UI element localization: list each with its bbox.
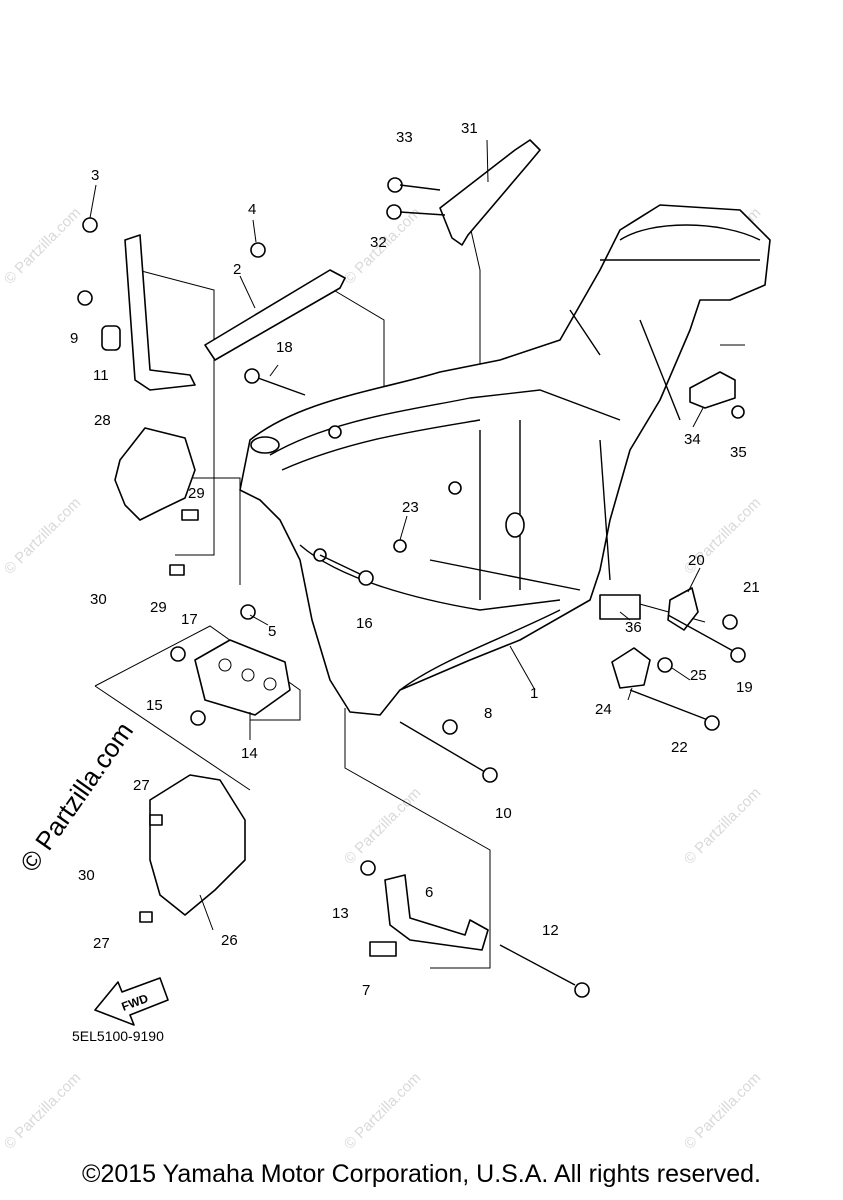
watermark: © Partzilla.com (681, 1069, 764, 1152)
callout-label: 18 (276, 339, 293, 356)
callout-label: 36 (625, 619, 642, 636)
fwd-arrow: FWD (94, 977, 169, 1026)
callout-label: 4 (248, 201, 256, 218)
callout-label: 33 (396, 129, 413, 146)
engine-mount-bracket (170, 604, 291, 726)
callout-label: 32 (370, 234, 387, 251)
callout-label: 20 (688, 552, 705, 569)
watermark: © Partzilla.com (341, 784, 424, 867)
upper-engine-bracket (386, 139, 541, 246)
callout-label: 9 (70, 330, 78, 347)
copyright-notice: ©2015 Yamaha Motor Corporation, U.S.A. A… (82, 1160, 761, 1188)
callout-label: 3 (91, 167, 99, 184)
callout-label: 12 (542, 922, 559, 939)
callout-label: 30 (90, 591, 107, 608)
callout-label: 13 (332, 905, 349, 922)
callout-label: 24 (595, 701, 612, 718)
side-covers (114, 427, 246, 923)
callout-label: 31 (461, 120, 478, 137)
watermark: © Partzilla.com (1, 1069, 84, 1152)
callout-label: 1 (530, 685, 538, 702)
callout-numbers: 1 2 3 4 5 6 7 8 9 10 11 12 13 14 15 16 1… (70, 120, 760, 999)
watermark: © Partzilla.com (341, 1069, 424, 1152)
lower-bracket-parts (360, 719, 590, 998)
callout-label: 8 (484, 705, 492, 722)
frame-assembly (239, 204, 771, 716)
leader-lines (89, 139, 704, 931)
callout-label: 7 (362, 982, 370, 999)
callout-label: 11 (93, 367, 109, 384)
rear-mount-parts (244, 368, 746, 731)
callout-label: 22 (671, 739, 688, 756)
callout-label: 23 (402, 499, 419, 516)
watermark: © Partzilla.com (681, 784, 764, 867)
callout-label: 28 (94, 412, 111, 429)
callout-label: 17 (181, 611, 198, 628)
upper-stay-parts (77, 217, 346, 391)
diagram-code: 5EL5100-9190 (72, 1028, 164, 1044)
callout-label: 26 (221, 932, 238, 949)
callout-label: 27 (133, 777, 150, 794)
callout-label: 35 (730, 444, 747, 461)
callout-label: 6 (425, 884, 433, 901)
callout-label: 5 (268, 623, 276, 640)
callout-label: 10 (495, 805, 512, 822)
callout-label: 21 (743, 579, 760, 596)
callout-label: 27 (93, 935, 110, 952)
callout-label: 19 (736, 679, 753, 696)
callout-label: 30 (78, 867, 95, 884)
callout-label: 15 (146, 697, 163, 714)
callout-label: 16 (356, 615, 373, 632)
callout-label: 25 (690, 667, 707, 684)
callout-label: 29 (188, 485, 205, 502)
callout-label: 14 (241, 745, 258, 762)
watermark: © Partzilla.com (1, 204, 84, 287)
callout-label: 2 (233, 261, 241, 278)
watermark: © Partzilla.com (1, 494, 84, 577)
callout-label: 34 (684, 431, 701, 448)
callout-label: 29 (150, 599, 167, 616)
